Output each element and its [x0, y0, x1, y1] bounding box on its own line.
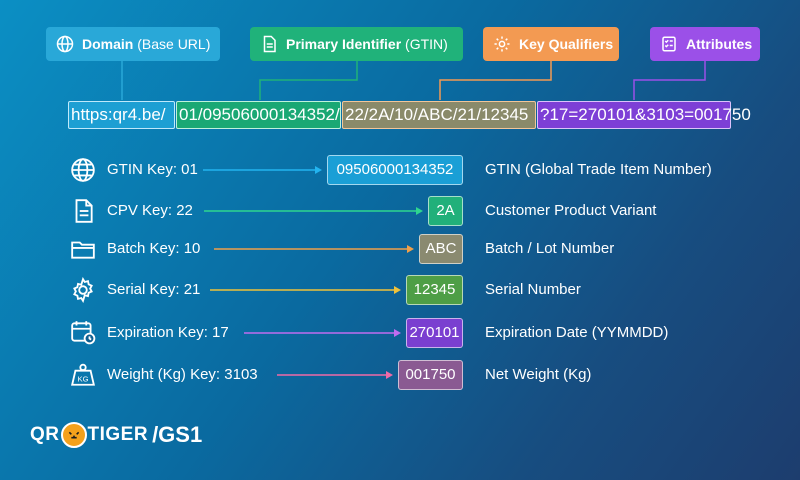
folder-icon: [70, 236, 96, 262]
document-icon: [260, 35, 278, 53]
document-icon: [70, 198, 96, 224]
batch-key-label: Batch Key: 10: [107, 240, 201, 257]
attributes-pill: Attributes: [650, 27, 760, 61]
cpv-key-label: CPV Key: 22: [107, 202, 193, 219]
url-attributes-segment: ?17=270101&3103=001750: [537, 101, 751, 129]
gtin-arrow-head: [315, 166, 322, 174]
globe-icon: [56, 35, 74, 53]
calendar-icon: [70, 319, 96, 345]
cpv-description: Customer Product Variant: [485, 202, 657, 219]
globe-icon: [70, 157, 96, 183]
batch-description: Batch / Lot Number: [485, 240, 615, 257]
expiration-description: Expiration Date (YYMMDD): [485, 324, 669, 341]
weight-arrow-head: [386, 371, 393, 379]
serial-description: Serial Number: [485, 281, 581, 298]
expiration-arrow-head: [394, 329, 401, 337]
serial-key-label: Serial Key: 21: [107, 281, 201, 298]
svg-text:KG: KG: [78, 375, 89, 384]
url-qualifiers-segment: 22/2A/10/ABC/21/12345: [342, 101, 536, 129]
serial-value-box: 12345: [406, 275, 463, 305]
qrtiger-gs1-logo: QR TIGER /GS1: [30, 422, 202, 448]
weight-value-box: 001750: [398, 360, 463, 390]
domain-pill-subtitle: (Base URL): [137, 36, 211, 52]
cpv-arrow-head: [416, 207, 423, 215]
tiger-icon: [60, 422, 87, 448]
gtin-key-label: GTIN Key: 01: [107, 161, 198, 178]
serial-arrow-head: [394, 286, 401, 294]
domain-pill: Domain (Base URL): [46, 27, 220, 61]
primary-pill-subtitle: (GTIN): [405, 36, 448, 52]
checklist-icon: [660, 35, 678, 53]
batch-value-box: ABC: [419, 234, 463, 264]
url-domain-segment: https:qr4.be/: [68, 101, 175, 129]
attributes-pill-title: Attributes: [686, 36, 753, 52]
expiration-key-label: Expiration Key: 17: [107, 324, 229, 341]
logo-tiger-text: TIGER: [87, 424, 149, 445]
logo-gs1-text: /GS1: [152, 422, 203, 447]
qualifiers-pill-title: Key Qualifiers: [519, 36, 614, 52]
weight-icon: KG: [70, 362, 96, 388]
attributes-connector: [633, 61, 706, 100]
primary-pill-title: Primary Identifier: [286, 36, 402, 52]
gear-icon: [493, 35, 511, 53]
logo-qr-text: QR: [30, 424, 60, 445]
url-primary-segment: 01/09506000134352/: [176, 101, 341, 129]
cpv-value-box: 2A: [428, 196, 463, 226]
expiration-value-box: 270101: [406, 318, 463, 348]
weight-key-label: Weight (Kg) Key: 3103: [107, 366, 258, 383]
key-qualifiers-pill: Key Qualifiers: [483, 27, 619, 61]
domain-pill-title: Domain: [82, 36, 134, 52]
gtin-description: GTIN (Global Trade Item Number): [485, 161, 712, 178]
primary-connector: [259, 61, 358, 100]
weight-description: Net Weight (Kg): [485, 366, 592, 383]
primary-identifier-pill: Primary Identifier (GTIN): [250, 27, 463, 61]
qualifiers-connector: [439, 61, 552, 100]
gear-icon: [70, 276, 96, 304]
gtin-value-box: 09506000134352: [327, 155, 463, 185]
batch-arrow-head: [407, 245, 414, 253]
